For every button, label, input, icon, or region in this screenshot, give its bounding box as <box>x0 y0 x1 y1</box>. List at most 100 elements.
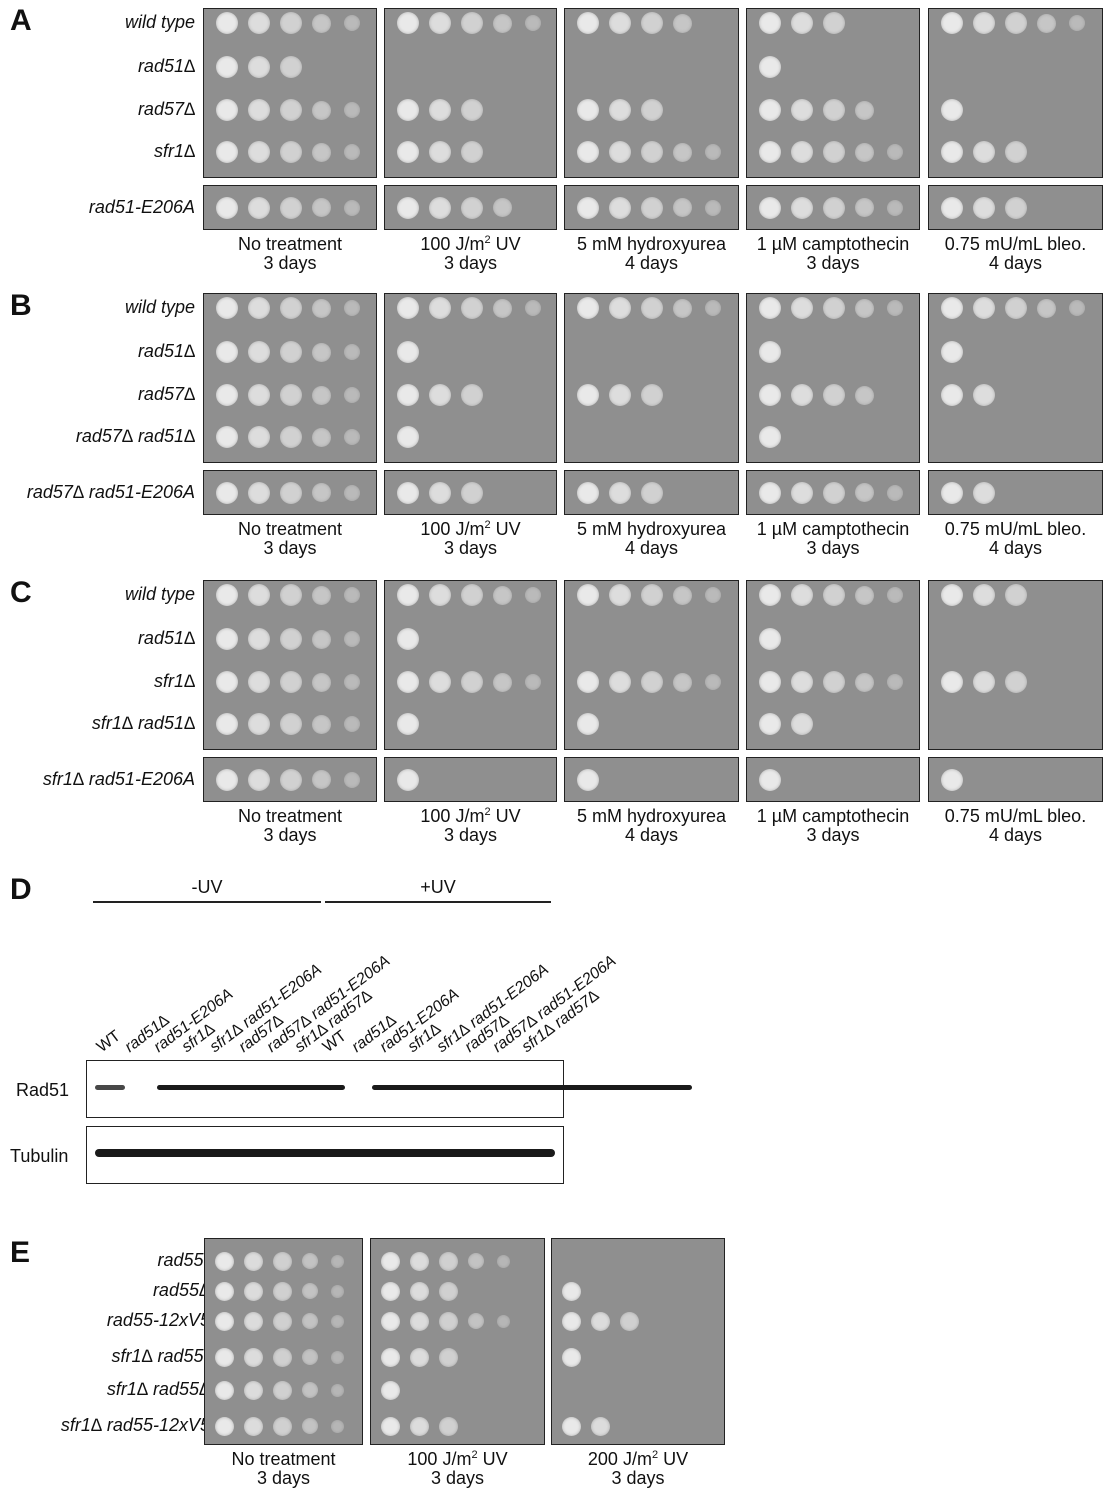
strain-label: rad51∆ <box>137 341 195 361</box>
colony-spot <box>823 99 845 121</box>
colony-spot <box>641 12 663 34</box>
spot-plate <box>746 580 920 750</box>
colony-spot <box>312 385 331 405</box>
group-label-plus-uv: +UV <box>420 877 456 897</box>
colony-spot <box>331 1419 344 1433</box>
condition-line1: No treatment <box>231 1449 336 1469</box>
blot-label-tubulin: Tubulin <box>10 1146 69 1166</box>
strip-plate <box>928 470 1103 515</box>
colony-spot <box>973 671 995 693</box>
colony-spot <box>1069 15 1085 31</box>
colony-spot <box>641 297 663 319</box>
condition-line2: 4 days <box>988 253 1043 273</box>
panel-label-B: B <box>10 289 32 322</box>
colony-spot <box>562 1347 581 1367</box>
colony-spot <box>941 768 963 791</box>
colony-spot <box>609 99 631 121</box>
colony-spot <box>410 1281 429 1301</box>
colony-spot <box>429 384 451 406</box>
colony-spot <box>244 1251 263 1271</box>
condition-label: 0.75 mU/mL bleo.4 days <box>913 807 1110 845</box>
strip-plate <box>746 757 920 802</box>
colony-spot <box>273 1347 292 1367</box>
colony-spot <box>577 141 599 163</box>
colony-spot <box>620 1311 639 1331</box>
colony-spot <box>887 300 903 316</box>
superscript: 2 <box>484 234 491 246</box>
strip-plate <box>203 757 377 802</box>
colony-spot <box>439 1311 458 1331</box>
colony-spot <box>397 297 419 319</box>
colony-spot <box>397 196 419 219</box>
colony-spot <box>759 713 781 735</box>
colony-spot <box>791 196 813 219</box>
colony-spot <box>759 196 781 219</box>
condition-line2: 3 days <box>256 1468 311 1488</box>
colony-spot <box>941 384 963 406</box>
colony-spot <box>216 768 238 791</box>
condition-line1: 5 mM hydroxyurea <box>576 806 727 826</box>
strip-plate <box>564 757 739 802</box>
strip-plate <box>384 757 557 802</box>
colony-spot <box>216 384 238 406</box>
colony-spot <box>312 714 331 734</box>
colony-spot <box>855 100 874 120</box>
colony-spot <box>855 385 874 405</box>
colony-spot <box>273 1416 292 1436</box>
condition-line1: 200 J/m2 UV <box>587 1449 689 1469</box>
colony-spot <box>344 484 360 501</box>
strain-label: sfr1∆ <box>153 141 195 161</box>
condition-line1: 1 µM camptothecin <box>756 234 910 254</box>
condition-line1: No treatment <box>237 519 343 539</box>
colony-spot <box>302 1313 318 1329</box>
colony-spot <box>244 1347 263 1367</box>
colony-spot <box>1005 12 1027 34</box>
colony-spot <box>344 771 360 788</box>
colony-spot <box>280 671 302 693</box>
condition-line2: 3 days <box>611 1468 665 1488</box>
colony-spot <box>973 384 995 406</box>
colony-spot <box>244 1416 263 1436</box>
colony-spot <box>344 344 360 360</box>
colony-spot <box>493 585 512 605</box>
colony-spot <box>461 481 483 504</box>
colony-spot <box>312 298 331 318</box>
spot-plate <box>370 1238 545 1445</box>
colony-spot <box>429 12 451 34</box>
colony-spot <box>855 483 874 502</box>
colony-spot <box>344 674 360 690</box>
strip-plate <box>384 470 557 515</box>
panel-label-D: D <box>10 873 32 906</box>
condition-line2: 3 days <box>806 538 860 558</box>
colony-spot <box>439 1416 458 1436</box>
colony-spot <box>216 671 238 693</box>
strip-strain-label: rad57∆ rad51-E206A <box>26 482 195 502</box>
strain-label: rad51∆ <box>137 628 195 648</box>
strain-label: rad57∆ <box>137 99 195 119</box>
colony-spot <box>759 384 781 406</box>
colony-spot <box>215 1416 234 1436</box>
colony-spot <box>248 341 270 363</box>
colony-spot <box>397 671 419 693</box>
superscript: 2 <box>471 1449 478 1461</box>
colony-spot <box>280 768 302 791</box>
colony-spot <box>344 144 360 160</box>
colony-spot <box>248 426 270 448</box>
colony-spot <box>562 1311 581 1331</box>
colony-spot <box>280 56 302 78</box>
colony-spot <box>497 1314 510 1328</box>
strip-strain-label: rad51-E206A <box>88 197 195 217</box>
condition-line2: 3 days <box>263 253 317 273</box>
colony-spot <box>248 297 270 319</box>
colony-spot <box>577 584 599 606</box>
colony-spot <box>216 297 238 319</box>
colony-spot <box>248 141 270 163</box>
colony-spot <box>887 674 903 690</box>
spot-plate <box>564 293 739 463</box>
colony-spot <box>493 198 512 217</box>
condition-line2: 4 days <box>624 253 679 273</box>
colony-spot <box>705 300 721 316</box>
colony-spot <box>577 384 599 406</box>
colony-spot <box>759 341 781 363</box>
condition-line1: 5 mM hydroxyurea <box>576 519 727 539</box>
